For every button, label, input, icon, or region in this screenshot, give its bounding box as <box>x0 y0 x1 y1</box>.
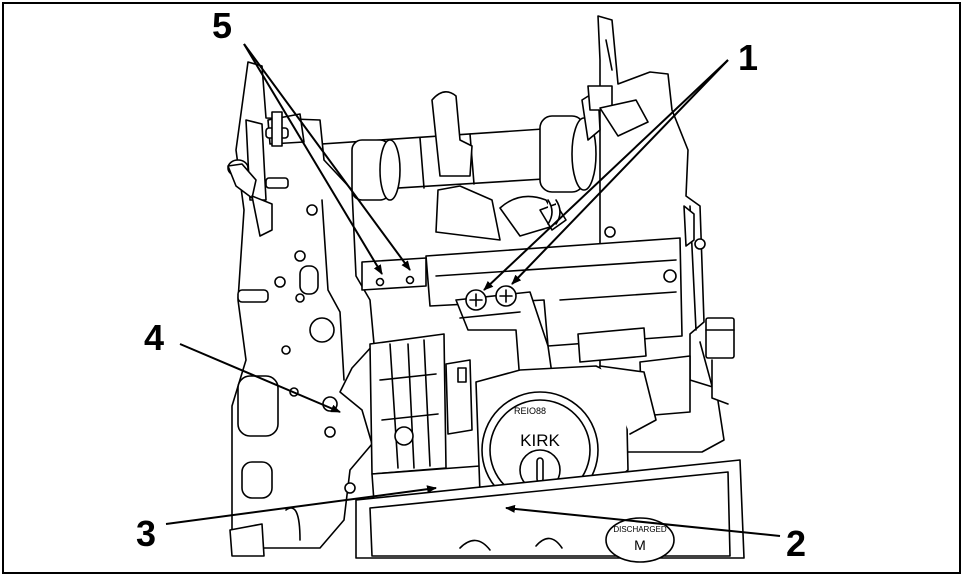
callout-5: 5 <box>212 5 233 46</box>
cam-assembly <box>431 85 649 241</box>
callout-3: 3 <box>136 513 157 554</box>
callout-1: 1 <box>738 37 759 78</box>
figure-border <box>2 2 961 574</box>
leader-1a <box>483 59 729 291</box>
main-shaft <box>261 115 597 201</box>
callout-2: 2 <box>786 523 807 564</box>
leader-2 <box>505 504 781 537</box>
front-fascia <box>355 459 745 563</box>
discharged-mark: M <box>634 537 646 553</box>
leader-3 <box>165 485 437 525</box>
leader-1b <box>511 59 729 285</box>
lock-brand: KIRK <box>520 431 560 450</box>
leader-5a <box>243 43 383 275</box>
leader-4 <box>179 343 341 413</box>
discharged-label: DISCHARGED <box>613 525 667 534</box>
left-side-plate <box>227 61 375 557</box>
callout-4: 4 <box>144 317 165 358</box>
leader-5b <box>243 43 411 271</box>
lock-serial: REIO88 <box>514 406 546 416</box>
